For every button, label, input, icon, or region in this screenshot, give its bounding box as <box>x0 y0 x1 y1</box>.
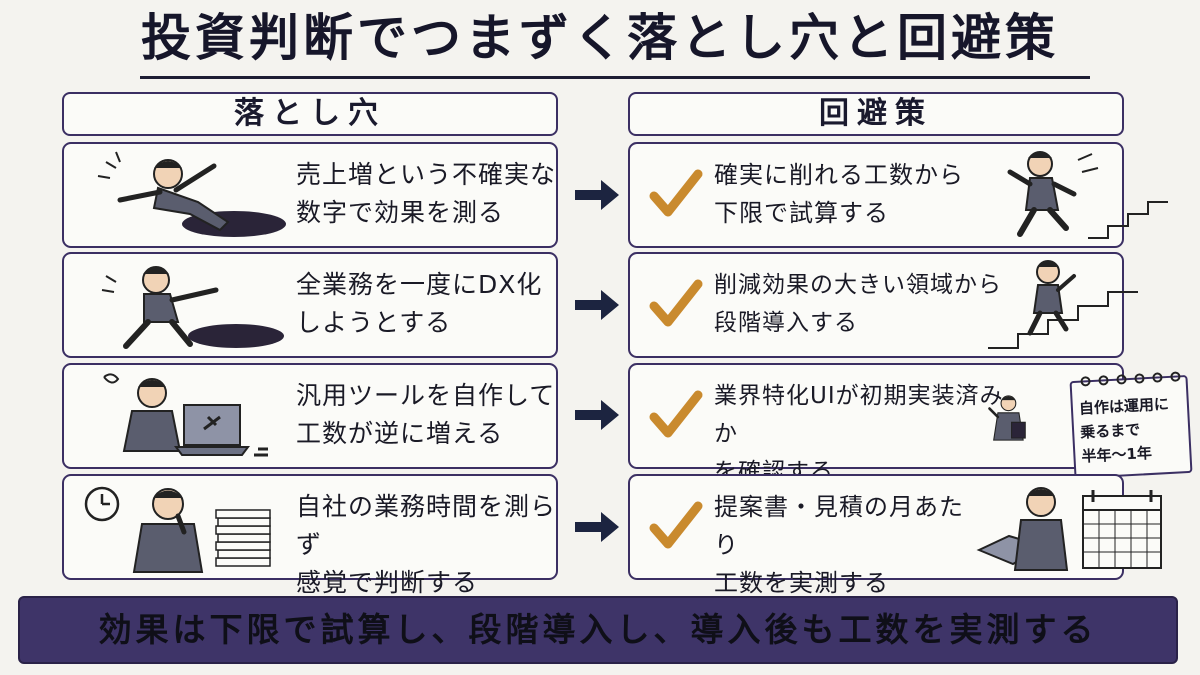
climbing-stairs-illustration <box>1007 151 1168 239</box>
pitfall-text-1: 売上増という不確実な 数字で効果を測る <box>296 160 557 227</box>
right-arrow-icon <box>575 180 619 210</box>
pitfall-card-1: 売上増という不確実な 数字で効果を測る <box>62 142 558 248</box>
pitfall-card-3: 汎用ツールを自作して 工数が逆に増える <box>62 363 558 469</box>
solution-text-2: 削減効果の大きい領域から 段階導入する <box>714 272 1002 336</box>
falling-man-hole-illustration <box>97 151 286 237</box>
pitfall-card-4: 自社の業務時間を測らず 感覚で判断する <box>62 474 558 597</box>
notebook-rings-icon <box>1080 371 1181 387</box>
solution-card-2: 削減効果の大きい領域から 段階導入する <box>628 252 1138 358</box>
pitfall-text-4: 自社の業務時間を測らず 感覚で判断する <box>296 492 557 597</box>
checkmark-icon <box>649 390 703 438</box>
column-header-pitfalls: 落とし穴 <box>62 92 558 136</box>
clock-and-worker-illustration <box>84 486 271 573</box>
solution-text-4: 提案書・見積の月あたり 工数を実測する <box>714 493 964 597</box>
right-arrow-icon <box>575 400 619 430</box>
solution-text-1: 確実に削れる工数から 下限で試算する <box>714 161 964 227</box>
calendar-icon <box>1082 490 1162 569</box>
solution-card-1: 確実に削れる工数から 下限で試算する <box>628 142 1168 248</box>
right-arrow-icon <box>575 290 619 320</box>
presenter-illustration <box>988 395 1026 441</box>
right-arrow-icon <box>575 512 619 542</box>
sticky-note: 自作は運用に 乗るまで 半年〜1年 <box>1069 371 1193 480</box>
solution-card-4: 提案書・見積の月あたり 工数を実測する <box>628 474 1162 597</box>
worker-with-calendar-illustration <box>976 487 1162 571</box>
checkmark-icon <box>649 279 703 327</box>
solution-card-3: 業界特化UIが初期実装済みか を確認する <box>628 363 1124 485</box>
title-underline <box>140 76 1090 79</box>
pitfall-text-3: 汎用ツールを自作して 工数が逆に増える <box>296 381 556 448</box>
summary-text: 効果は下限で試算し、段階導入し、導入後も工数を実測する <box>98 610 1098 649</box>
laptop-broken-illustration <box>103 373 268 457</box>
page-title: 投資判断でつまずく落とし穴と回避策 <box>141 9 1059 67</box>
clock-icon <box>84 486 120 522</box>
checkmark-icon <box>649 501 703 549</box>
summary-banner: 効果は下限で試算し、段階導入し、導入後も工数を実測する <box>18 596 1178 664</box>
pitfall-card-2: 全業務を一度にDX化 しようとする <box>62 252 558 358</box>
column-header-solutions: 回避策 <box>628 92 1124 136</box>
falling-man-hole-illustration <box>101 266 284 349</box>
climbing-stairs-illustration <box>988 260 1138 349</box>
checkmark-icon <box>649 169 703 217</box>
pitfall-text-2: 全業務を一度にDX化 しようとする <box>296 270 543 337</box>
sticky-note-text: 自作は運用に 乗るまで 半年〜1年 <box>1078 394 1170 466</box>
